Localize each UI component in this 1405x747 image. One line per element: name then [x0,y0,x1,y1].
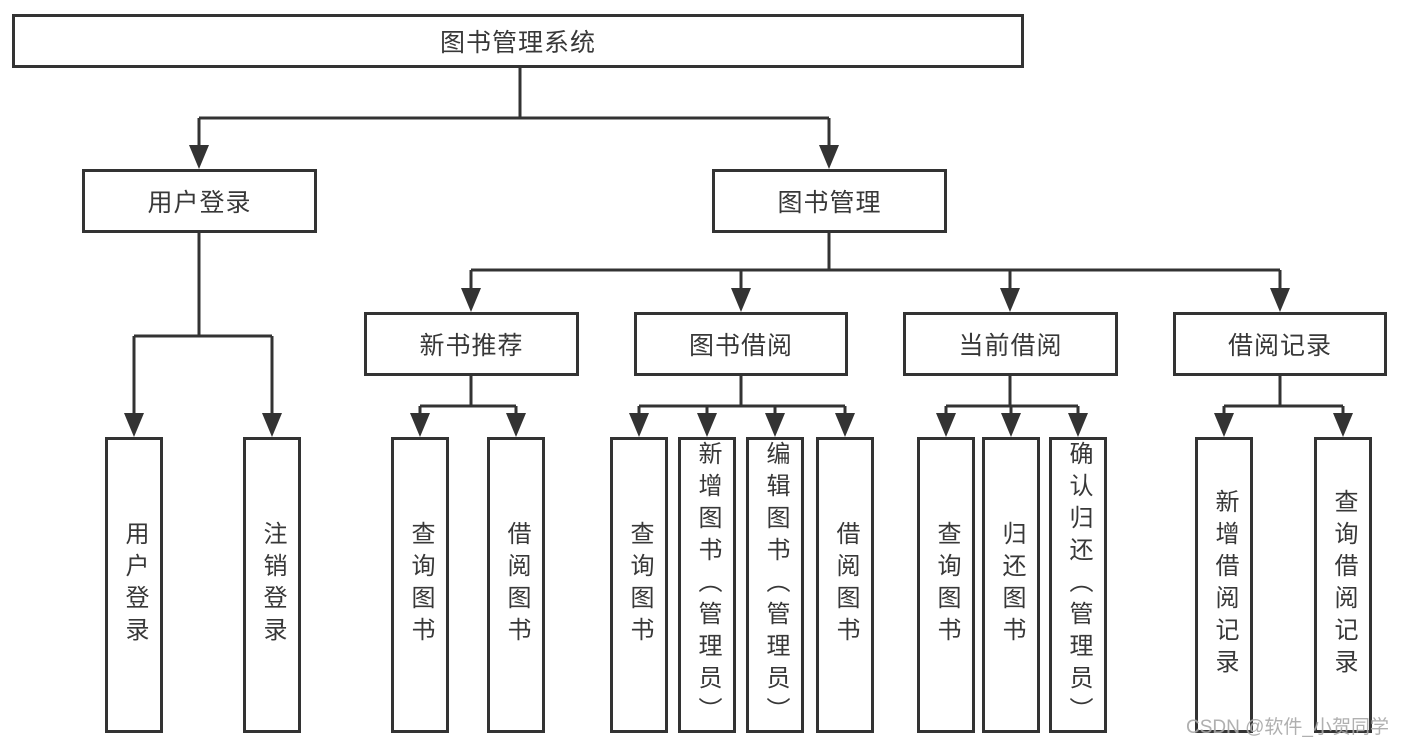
leaf-query-books-current: 查询图书 [917,437,975,733]
connector-book-management [469,232,1282,292]
node-current-borrow-label: 当前借阅 [958,332,1063,360]
node-book-management-label: 图书管理 [777,189,882,217]
leaf-query-books-borrow-label: 查询图书 [626,521,653,649]
connector-new-book [418,376,518,418]
leaf-edit-book-admin: 编辑图书（管理员） [746,437,804,733]
node-root-system: 图书管理系统 [12,14,1024,68]
arrow-down-icon [189,145,209,169]
csdn-watermark: CSDN @软件_小贺同学 [1186,717,1389,738]
arrow-down-icon [461,288,481,312]
leaf-return-books-label: 归还图书 [998,521,1025,649]
leaf-add-book-admin: 新增图书（管理员） [678,437,736,733]
leaf-query-books-borrow: 查询图书 [610,437,668,733]
arrow-down-icon [410,413,430,437]
arrow-down-icon [697,413,717,437]
node-borrow-records: 借阅记录 [1173,312,1387,376]
node-book-borrow: 图书借阅 [634,312,848,376]
leaf-add-borrow-record-label: 新增借阅记录 [1211,489,1238,681]
node-current-borrow: 当前借阅 [903,312,1118,376]
connector-user-login [132,233,274,418]
leaf-logout-label: 注销登录 [259,521,286,649]
leaf-query-borrow-record: 查询借阅记录 [1314,437,1372,733]
connector-current-borrow [944,376,1080,418]
node-new-book-recommend: 新书推荐 [364,312,579,376]
leaf-borrow-books-label: 借阅图书 [832,521,859,649]
node-book-management: 图书管理 [712,169,947,233]
node-root-system-label: 图书管理系统 [439,29,596,57]
arrow-down-icon [1068,413,1088,437]
node-borrow-records-label: 借阅记录 [1227,332,1332,360]
connector-book-borrow [637,376,847,418]
leaf-borrow-books-recommend-label: 借阅图书 [503,521,530,649]
leaf-query-books-recommend: 查询图书 [391,437,449,733]
leaf-add-borrow-record: 新增借阅记录 [1195,437,1253,733]
arrow-down-icon [731,288,751,312]
leaf-add-book-admin-label: 新增图书（管理员） [694,441,721,729]
arrow-down-icon [835,413,855,437]
arrow-down-icon [124,413,144,437]
arrow-down-icon [262,413,282,437]
arrow-down-icon [629,413,649,437]
leaf-edit-book-admin-label: 编辑图书（管理员） [762,441,789,729]
leaf-query-books-current-label: 查询图书 [933,521,960,649]
leaf-borrow-books-recommend: 借阅图书 [487,437,545,733]
node-book-borrow-label: 图书借阅 [688,332,793,360]
leaf-query-borrow-record-label: 查询借阅记录 [1330,489,1357,681]
leaf-user-login: 用户登录 [105,437,163,733]
node-user-login-label: 用户登录 [147,189,252,217]
connector-root [197,68,831,148]
arrow-down-icon [1333,413,1353,437]
leaf-confirm-return-admin: 确认归还（管理员） [1049,437,1107,733]
connector-borrow-records [1222,376,1345,418]
arrow-down-icon [1000,288,1020,312]
leaf-borrow-books: 借阅图书 [816,437,874,733]
arrow-down-icon [936,413,956,437]
leaf-user-login-label: 用户登录 [121,521,148,649]
arrow-down-icon [765,413,785,437]
arrow-down-icon [819,145,839,169]
arrow-down-icon [1001,413,1021,437]
arrowheads [124,145,1353,437]
arrow-down-icon [506,413,526,437]
arrow-down-icon [1214,413,1234,437]
leaf-query-books-recommend-label: 查询图书 [407,521,434,649]
node-new-book-recommend-label: 新书推荐 [419,332,524,360]
leaf-logout: 注销登录 [243,437,301,733]
arrow-down-icon [1270,288,1290,312]
node-user-login: 用户登录 [82,169,317,233]
leaf-return-books: 归还图书 [982,437,1040,733]
leaf-confirm-return-admin-label: 确认归还（管理员） [1065,441,1092,729]
